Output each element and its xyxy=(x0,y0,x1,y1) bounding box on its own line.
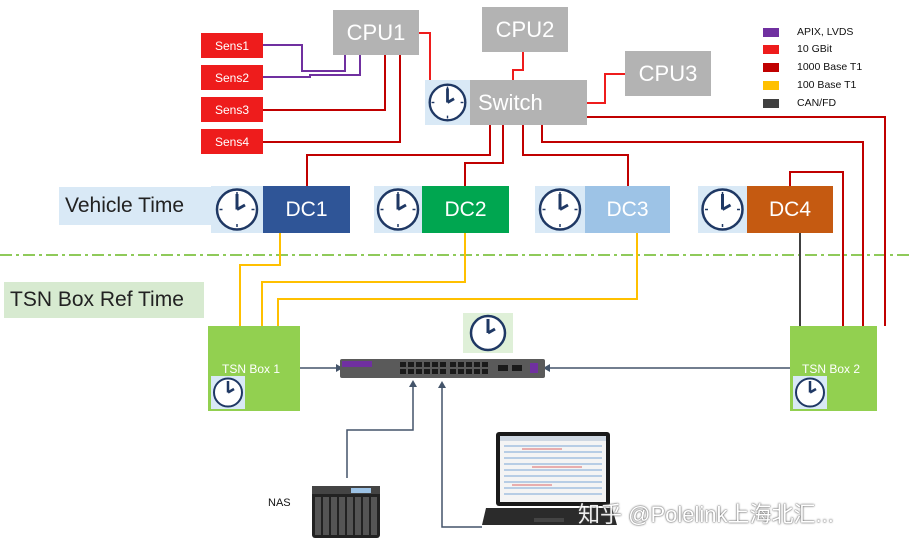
clock-icon xyxy=(211,376,245,409)
tsn-box-1-label: TSN Box 1 xyxy=(222,362,281,376)
line-dc4-tsn2 xyxy=(789,171,844,326)
sensor-box-4: Sens4 xyxy=(201,129,263,154)
tsn-box-2: TSN Box 2 xyxy=(790,326,877,411)
apix-line-sens1 xyxy=(263,44,346,72)
apix-line-sens2 xyxy=(263,55,361,78)
dc3-box: DC3 xyxy=(585,186,670,233)
clock-icon xyxy=(211,186,263,233)
nas-label: NAS xyxy=(268,497,291,509)
legend-item: 10 GBit xyxy=(763,43,832,55)
clock-icon xyxy=(535,186,585,233)
sensor-label: Sens1 xyxy=(214,38,250,53)
cpu1-box: CPU1 xyxy=(333,10,419,55)
legend-item: CAN/FD xyxy=(763,97,836,109)
cpu2-box: CPU2 xyxy=(482,7,568,52)
legend-swatch xyxy=(763,27,779,37)
network-switch-icon xyxy=(340,357,545,380)
legend-swatch xyxy=(763,44,779,54)
tsn-ref-time-label: TSN Box Ref Time xyxy=(4,282,204,318)
sensor-label: Sens4 xyxy=(214,134,250,149)
switch-box: Switch xyxy=(470,80,587,125)
cpu2-label: CPU2 xyxy=(495,16,555,42)
cpu3-label: CPU3 xyxy=(638,60,698,86)
legend-label: CAN/FD xyxy=(797,97,837,109)
watermark-text: 知乎 @Polelink上海北汇... xyxy=(578,502,834,527)
legend-label: 1000 Base T1 xyxy=(797,61,863,73)
dc4-box: DC4 xyxy=(747,186,833,233)
clock-icon xyxy=(698,186,747,233)
line-dc3-tsn1 xyxy=(277,233,638,326)
line-cpu3-switch xyxy=(587,73,625,104)
clock-icon xyxy=(463,313,513,353)
arrow-head-tsn2 xyxy=(543,364,550,372)
line-switch-dc3 xyxy=(522,125,629,186)
dc3-label: DC3 xyxy=(606,197,649,221)
nas-icon xyxy=(311,480,381,538)
legend-swatch xyxy=(763,98,779,108)
clock-icon xyxy=(793,376,827,409)
line-sens4 xyxy=(263,55,401,143)
clock-icon xyxy=(374,186,422,233)
sensor-label: Sens2 xyxy=(214,70,250,85)
tsn-ref-time-text: TSN Box Ref Time xyxy=(10,288,184,311)
dc1-label: DC1 xyxy=(285,197,328,221)
legend-label: 10 GBit xyxy=(797,43,833,55)
line-dc2-tsn1 xyxy=(261,233,466,326)
legend-label: 100 Base T1 xyxy=(797,79,857,91)
dc4-label: DC4 xyxy=(768,197,811,221)
line-switch-dc2 xyxy=(464,125,504,186)
sensor-box-2: Sens2 xyxy=(201,65,263,90)
dc2-label: DC2 xyxy=(444,197,487,221)
legend-item: 100 Base T1 xyxy=(763,79,856,91)
line-sens3 xyxy=(263,55,386,111)
line-dc1-tsn1 xyxy=(239,233,281,326)
cpu3-box: CPU3 xyxy=(625,51,711,96)
arrow-nas-hub xyxy=(346,386,414,478)
legend-label: APIX, LVDS xyxy=(797,26,854,38)
line-cpu1-switch xyxy=(418,32,431,88)
legend-item: APIX, LVDS xyxy=(763,26,853,38)
vehicle-time-label: Vehicle Time xyxy=(59,187,211,225)
arrow-head-nas xyxy=(409,380,417,387)
legend-item: 1000 Base T1 xyxy=(763,61,862,73)
cpu1-label: CPU1 xyxy=(346,19,406,45)
arrow-head-laptop xyxy=(438,381,446,388)
tsn-box-1: TSN Box 1 xyxy=(208,326,300,411)
line-switch-dc1 xyxy=(306,125,491,186)
line-cpu2-switch xyxy=(512,52,524,80)
switch-label: Switch xyxy=(478,89,543,115)
legend-swatch xyxy=(763,62,779,72)
sensor-label: Sens3 xyxy=(214,102,250,117)
arrow-head-tsn1 xyxy=(336,364,343,372)
tsn-box-2-label: TSN Box 2 xyxy=(802,362,861,376)
dc2-box: DC2 xyxy=(422,186,509,233)
arrow-laptop-hub xyxy=(441,387,482,528)
laptop-icon xyxy=(482,432,617,532)
sensor-box-3: Sens3 xyxy=(201,97,263,122)
legend-swatch xyxy=(763,80,779,90)
line-switch-tsn2-a xyxy=(541,125,864,326)
sensor-box-1: Sens1 xyxy=(201,33,263,58)
clock-icon xyxy=(425,80,470,125)
vehicle-time-text: Vehicle Time xyxy=(65,194,185,217)
dc1-box: DC1 xyxy=(263,186,350,233)
